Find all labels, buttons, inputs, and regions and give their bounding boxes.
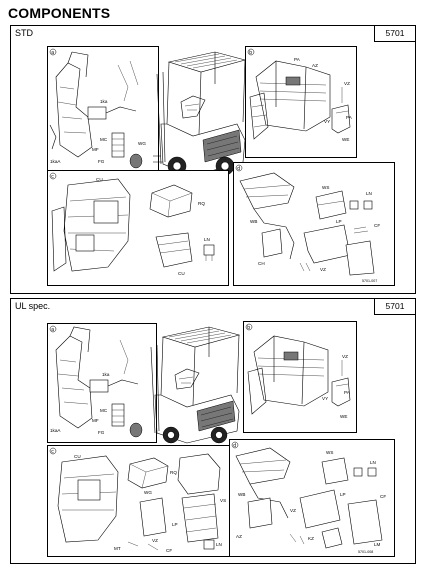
ul-fig-c-label-0: CU [74, 454, 81, 459]
std-fig-c-label-0: CU [96, 177, 103, 182]
std-fig-ref: 5701-007 [362, 279, 377, 283]
ul-fig-a-label-4: FG [98, 430, 105, 435]
ul-fig-d-label-3: LP [340, 492, 346, 497]
ul-fig-d-label-8: LM [374, 542, 381, 547]
std-fig-steering-detail: a 1ka 1kaA MC MF FG WG TS [47, 46, 159, 176]
ul-panel-label: UL spec. [15, 301, 51, 311]
std-fig-c-label-2: LN [204, 237, 210, 242]
std-fig-b-label-4: WE [342, 137, 349, 142]
std-fig-a-label-0: 1ka [100, 99, 108, 104]
std-fig-c-label-3: CU [178, 271, 185, 276]
ul-fig-d-label-2: WB [238, 492, 245, 497]
ul-fig-b-label-0: VZ [342, 354, 348, 359]
std-panel-code: 5701 [374, 26, 415, 42]
std-fig-battery-detail: b PA VZ PA VY WE AZ [245, 46, 357, 158]
std-fig-d-label-0: WS [322, 185, 329, 190]
ul-fig-a-label-3: MF [92, 418, 99, 423]
ul-fig-b-label-2: VY [322, 396, 328, 401]
ul-fig-c-label-2: WG [144, 490, 152, 495]
ul-fig-c-label-7: CF [166, 548, 172, 553]
ul-fig-a-number: a [51, 327, 54, 333]
ul-fig-c-number: c [51, 449, 54, 455]
ul-fig-c-label-1: RQ [170, 470, 177, 475]
ul-fig-c-label-4: VS [220, 498, 226, 503]
ul-fig-a-label-1: 1kaA [50, 428, 61, 433]
std-fig-b-label-0: PA [294, 57, 301, 62]
ul-fig-c-label-5: LP [172, 522, 178, 527]
ul-fig-d-number: d [233, 443, 236, 449]
ul-fig-steering-detail: a 1ka 1kaA MC MF FG [47, 323, 157, 443]
std-fig-controller-detail: c CU RQ LN CU [47, 170, 229, 286]
std-fig-d-label-6: VZ [320, 267, 326, 272]
std-fig-a-number: a [51, 50, 54, 56]
std-steering-illustration: a 1ka 1kaA MC MF FG WG TS [49, 48, 146, 174]
page-title: COMPONENTS [8, 5, 111, 21]
ul-steering-illustration: a 1ka 1kaA MC MF FG [49, 325, 143, 438]
std-relay-illustration: d WS LN WB LP CF CH VZ 5701-007 [235, 164, 380, 283]
ul-controller-illustration: c CU RQ WG VZ VS LP LN CF MT [49, 447, 226, 553]
std-fig-c-label-1: RQ [198, 201, 205, 206]
ul-panel-code: 5701 [374, 299, 415, 315]
ul-fig-relay-detail: d WS LN WB LP VZ CF AZ KZ LM 5701-008 [229, 439, 395, 557]
std-fig-b-label-3: VY [324, 119, 330, 124]
std-fig-d-label-4: CF [374, 223, 380, 228]
ul-fig-a-label-0: 1ka [102, 372, 110, 377]
ul-fig-d-label-5: CF [380, 494, 386, 499]
ul-fig-c-label-6: LN [216, 542, 222, 547]
std-fig-a-label-3: MF [92, 147, 99, 152]
std-fig-d-number: d [237, 166, 240, 172]
std-fig-d-label-1: LN [366, 191, 372, 196]
ul-fig-a-label-2: MC [100, 408, 108, 413]
std-fig-b-label-2: PA [346, 115, 353, 120]
std-panel: STD 5701 a 1ka 1kaA MC MF FG WG TS [10, 25, 416, 294]
ul-panel: UL spec. 5701 a 1ka 1kaA MC MF FG [10, 298, 416, 564]
std-fig-a-label-2: MC [100, 137, 108, 142]
ul-fig-controller-detail: c CU RQ WG VZ VS LP LN CF MT [47, 445, 233, 557]
ul-fig-b-number: b [247, 325, 250, 331]
std-fig-d-label-5: CH [258, 261, 265, 266]
ul-fig-d-label-0: WS [326, 450, 333, 455]
ul-battery-illustration: b VZ PA VY WE [245, 323, 351, 419]
ul-fig-d-label-6: AZ [236, 534, 242, 539]
ul-fig-c-label-8: MT [114, 546, 121, 551]
std-panel-label: STD [15, 28, 33, 38]
std-fig-relay-detail: d WS LN WB LP CF CH VZ 5701-007 [233, 162, 395, 286]
ul-fig-battery-detail: b VZ PA VY WE [243, 321, 357, 433]
ul-fig-d-label-1: LN [370, 460, 376, 465]
std-fig-a-label-1: 1kaA [50, 159, 61, 164]
std-fig-b-label-1: VZ [344, 81, 350, 86]
std-fig-d-label-2: WB [250, 219, 257, 224]
std-battery-illustration: b PA VZ PA VY WE AZ [247, 48, 353, 142]
std-fig-a-label-5: WG [138, 141, 146, 146]
ul-fig-c-label-3: VZ [152, 538, 158, 543]
ul-fig-d-label-7: KZ [308, 536, 314, 541]
ul-fig-ref: 5701-008 [358, 550, 373, 554]
ul-fig-b-label-1: PA [344, 390, 351, 395]
std-fig-d-label-3: LP [336, 219, 342, 224]
std-fig-b-label-5: AZ [312, 63, 318, 68]
ul-forklift-illustration [150, 326, 241, 444]
std-controller-illustration: c CU RQ LN CU [49, 172, 215, 276]
ul-fig-d-label-4: VZ [290, 508, 296, 513]
std-fig-b-number: b [249, 50, 252, 56]
std-fig-c-number: c [51, 174, 54, 180]
ul-fig-b-label-3: WE [340, 414, 347, 419]
ul-relay-illustration: d WS LN WB LP VZ CF AZ KZ LM 5701-008 [231, 441, 386, 554]
std-fig-a-label-4: FG [98, 159, 105, 164]
